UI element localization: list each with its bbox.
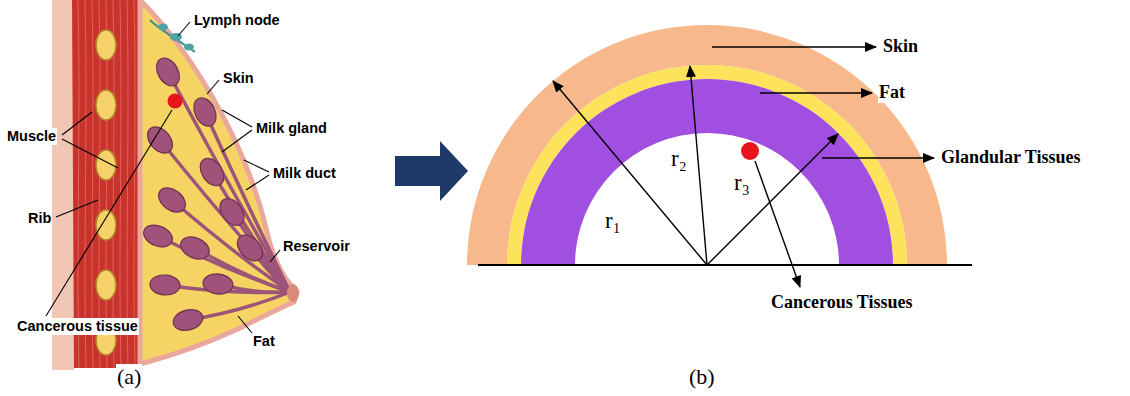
milk-duct	[168, 72, 290, 292]
muscle-fibre	[78, 0, 79, 368]
part-label: Rib	[27, 210, 52, 227]
part-label: Fat	[252, 333, 276, 350]
radius-arrow	[707, 134, 838, 265]
pointer-arrows	[712, 47, 934, 287]
part-label: Milk duct	[272, 165, 337, 182]
skin-band	[467, 25, 947, 265]
tumour-dot	[168, 94, 183, 109]
muscle-fibre	[92, 0, 93, 368]
muscle-fibre	[120, 0, 121, 368]
pointer-arrow	[755, 161, 800, 287]
milk-gland	[171, 306, 205, 333]
transition-arrow	[395, 141, 468, 201]
radius-label: r₃	[733, 170, 751, 196]
semicircle-model	[467, 25, 947, 265]
leader-line	[56, 200, 98, 217]
lymph-vessel	[150, 20, 195, 52]
leader-line	[238, 316, 252, 333]
leader-line	[222, 110, 252, 127]
part-label: Muscle	[6, 128, 57, 145]
milk-glands	[140, 54, 290, 334]
milk-gland	[215, 194, 249, 230]
radius-label: r₁	[604, 208, 622, 234]
muscle-band	[72, 0, 142, 368]
tumour-dot	[741, 142, 759, 160]
leader-line	[244, 160, 269, 172]
part-label: Reservoir	[282, 238, 351, 255]
milk-duct	[160, 140, 290, 292]
rib	[96, 90, 116, 120]
radius-arrow	[553, 81, 707, 265]
base-line	[478, 264, 972, 266]
part-label: Lymph node	[193, 12, 281, 29]
radius-arrows	[553, 66, 838, 265]
milk-gland	[152, 54, 184, 90]
layer-label: Skin	[882, 36, 919, 57]
leader-line	[222, 130, 252, 152]
layer-label: Glandular Tissues	[940, 147, 1082, 168]
milk-gland	[177, 233, 213, 264]
part-label: Milk gland	[255, 120, 328, 137]
muscle-fibre	[134, 0, 135, 368]
milk-gland	[149, 274, 180, 296]
lymph-node	[184, 44, 194, 51]
breast-outline	[140, 0, 297, 364]
muscle-fibre	[85, 0, 86, 368]
part-label: Skin	[222, 70, 255, 87]
milk-gland	[154, 183, 190, 217]
rib	[96, 270, 116, 300]
pointer-arrow	[712, 46, 876, 47]
radius-label: r₂	[670, 146, 688, 172]
part-label: Cancerous tissue	[16, 318, 139, 335]
layer-label: Fat	[878, 82, 906, 103]
rib	[96, 30, 116, 60]
panel-label: (b)	[688, 364, 716, 389]
leader-line	[62, 139, 118, 168]
chest-skin	[52, 0, 74, 370]
leader-line	[207, 80, 219, 94]
glandular-band	[521, 79, 893, 265]
leader-line	[46, 110, 172, 316]
leader-lines	[46, 22, 280, 333]
leader-line	[270, 250, 280, 262]
milk-gland	[143, 122, 178, 158]
milk-duct	[212, 172, 290, 292]
ribs	[96, 30, 116, 355]
milk-duct	[188, 292, 290, 320]
leader-line	[62, 112, 92, 135]
radius-arrow	[690, 66, 707, 265]
nipple	[287, 284, 299, 302]
milk-gland	[140, 221, 175, 251]
milk-gland	[195, 154, 228, 190]
pointer-arrow	[822, 157, 934, 158]
rib	[96, 210, 116, 240]
milk-gland	[202, 272, 234, 295]
milk-gland	[189, 94, 220, 130]
fat-band	[507, 65, 907, 265]
pointer-arrow	[760, 92, 872, 93]
layer-label: Cancerous Tissues	[770, 292, 914, 313]
lymph-node	[158, 24, 168, 31]
panel-label: (a)	[116, 364, 142, 389]
milk-gland	[232, 230, 267, 266]
leader-line	[178, 22, 190, 36]
leader-line	[246, 175, 269, 190]
